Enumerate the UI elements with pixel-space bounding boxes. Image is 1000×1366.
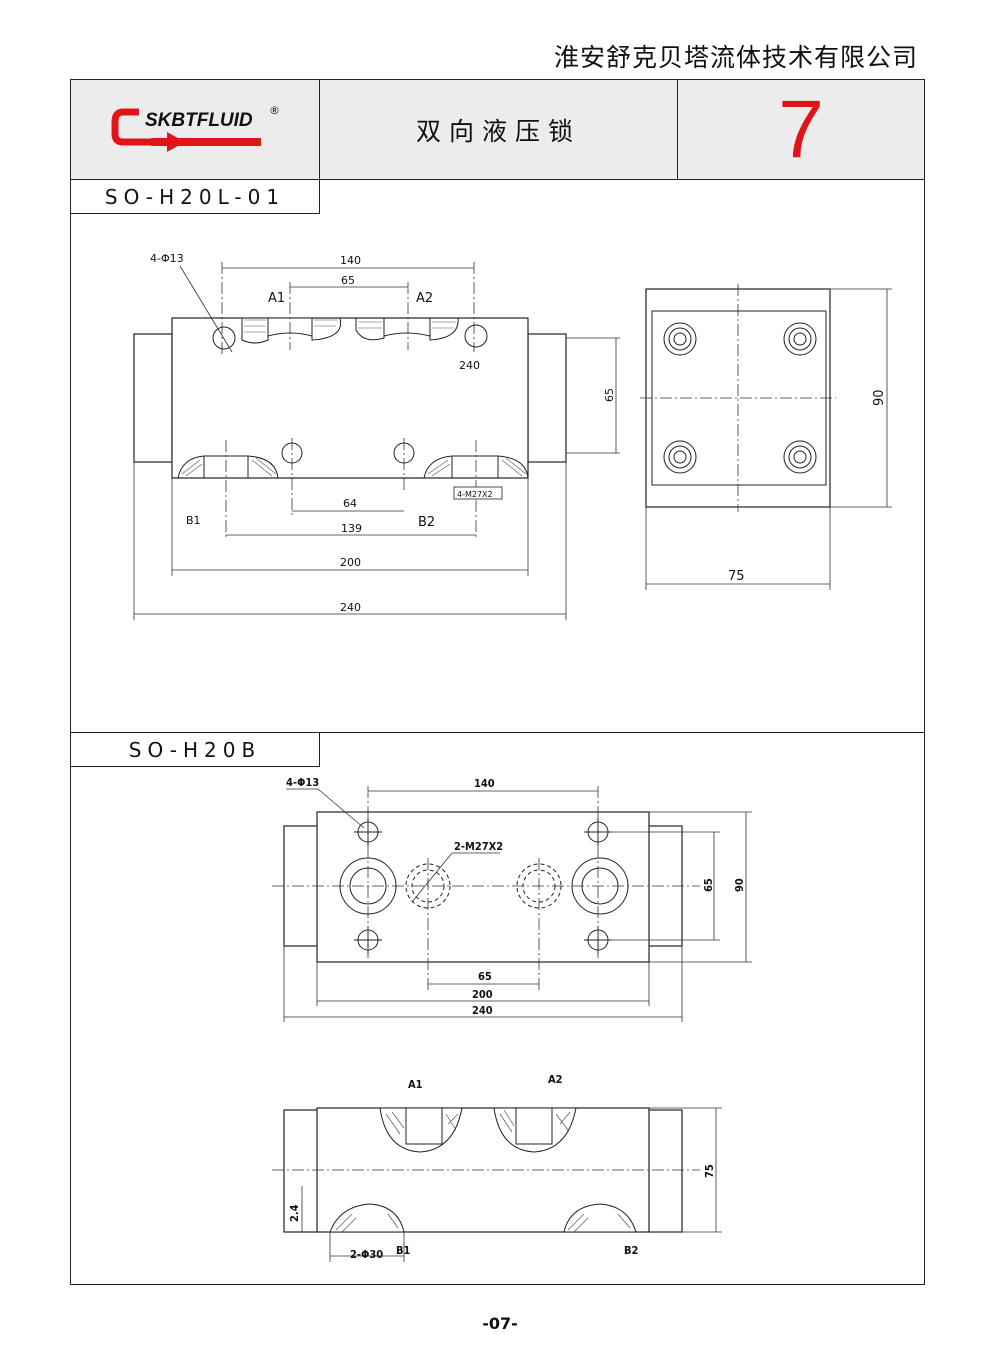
holes-note: 4-Φ13 — [150, 252, 184, 265]
company-name: 淮安舒克贝塔流体技术有限公司 — [553, 43, 918, 72]
bolt-head — [663, 440, 697, 474]
dim-90: 90 — [872, 389, 887, 406]
page-code: 7 — [677, 79, 925, 180]
section-divider — [70, 732, 925, 733]
holes-note: 4-Φ13 — [286, 776, 319, 789]
holes-leader — [179, 265, 233, 353]
port-large — [571, 857, 629, 915]
holes-leader — [317, 788, 365, 829]
port-b1-section — [177, 455, 279, 479]
bolt-head — [783, 440, 817, 474]
document-title: 双向液压锁 — [319, 79, 678, 180]
dim-200: 200 — [472, 988, 493, 1001]
model-label-2: SO-H20B — [70, 732, 320, 767]
port-a1-label: A1 — [408, 1078, 423, 1091]
port-b2-section — [563, 1203, 637, 1233]
thread-note-box — [453, 486, 503, 500]
dim-90: 90 — [733, 878, 746, 892]
port-b2-label: B2 — [418, 515, 435, 530]
bolt-head — [663, 322, 697, 356]
dim-65-top: 65 — [341, 274, 355, 287]
port-b1-section — [329, 1203, 405, 1233]
port-b1-label: B1 — [396, 1244, 411, 1257]
logo-c-shape — [111, 108, 151, 146]
dim-2-4: 2.4 — [288, 1204, 301, 1222]
dim-64: 64 — [343, 497, 357, 510]
port-a2-label: A2 — [548, 1073, 563, 1086]
logo-text: SKBTFLUID — [145, 110, 253, 131]
skbtfluid-logo: SKBTFLUID ® — [111, 104, 280, 152]
logo-cell: SKBTFLUID ® — [70, 79, 320, 180]
thread-leader — [411, 852, 453, 903]
dim-139: 139 — [341, 522, 362, 535]
port-b2-label: B2 — [624, 1244, 639, 1257]
dim-140: 140 — [340, 254, 361, 267]
port-a2-label: A2 — [416, 291, 433, 306]
right-end-cap — [647, 1109, 683, 1233]
port-a2-section — [493, 1107, 577, 1153]
dim-200: 200 — [340, 556, 361, 569]
mounting-hole — [212, 326, 236, 350]
port-a2-section — [355, 317, 459, 341]
bolt-head — [783, 322, 817, 356]
valve-body-top — [316, 811, 650, 963]
port-b1-label: B1 — [186, 514, 201, 527]
thread-note: 4-M27X2 — [457, 490, 493, 499]
dim-240: 240 — [472, 1004, 493, 1017]
dim-65-side: 65 — [603, 388, 616, 402]
mounting-hole — [464, 324, 488, 348]
right-end-cap — [527, 333, 567, 463]
dim-75: 75 — [703, 1164, 716, 1178]
port-b2-section — [423, 455, 529, 479]
left-end-cap — [283, 1109, 319, 1233]
bore-note: 2-Φ30 — [350, 1248, 383, 1261]
dim-240-note: 240 — [459, 359, 480, 372]
dim-140: 140 — [474, 777, 495, 790]
registered-mark: ® — [269, 104, 280, 117]
port-a1-label: A1 — [268, 291, 285, 306]
dim-65-v: 65 — [702, 878, 715, 892]
dim-240: 240 — [340, 601, 361, 614]
dim-65: 65 — [478, 970, 492, 983]
model-label-1: SO-H20L-01 — [70, 179, 320, 214]
thread-note: 2-M27X2 — [454, 840, 503, 853]
port-a1-section — [379, 1107, 463, 1153]
page-number: -07- — [482, 1314, 518, 1333]
logo-arrow — [167, 132, 185, 152]
dim-75: 75 — [728, 569, 745, 584]
